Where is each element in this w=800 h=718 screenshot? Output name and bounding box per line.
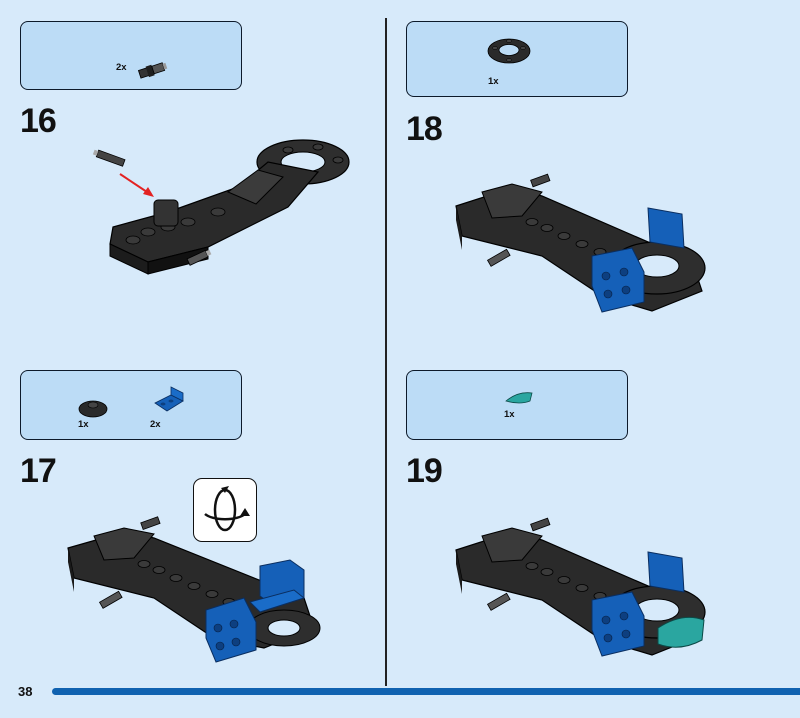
part-quantity: 1x xyxy=(504,409,515,420)
parts-callout-step-17: 1x 2x xyxy=(20,370,242,440)
part-quantity: 2x xyxy=(150,419,161,430)
teal-curved-part-icon xyxy=(505,392,533,404)
parts-callout-step-18: 1x xyxy=(406,21,628,97)
part-quantity: 2x xyxy=(116,62,127,73)
column-divider xyxy=(385,18,387,686)
step-17-model-illustration xyxy=(67,516,321,663)
pin-part-icon xyxy=(137,62,168,79)
part-quantity: 1x xyxy=(488,76,499,87)
page-number: 38 xyxy=(18,684,33,699)
teal-curved-part xyxy=(657,616,705,648)
parts-callout-step-16: 2x xyxy=(20,21,242,90)
part-quantity: 1x xyxy=(78,419,89,430)
step-number: 18 xyxy=(406,110,443,148)
round-plate-part-icon xyxy=(78,400,108,418)
rotate-model-indicator xyxy=(193,478,257,542)
rotate-model-icon xyxy=(204,486,250,532)
bracket-part-icon xyxy=(154,386,184,412)
step-19-model-illustration xyxy=(455,517,706,657)
footer-bar xyxy=(52,688,800,695)
step-number: 19 xyxy=(406,452,443,490)
step-number: 16 xyxy=(20,102,57,140)
red-arrow-icon xyxy=(119,173,151,195)
step-18-model-illustration xyxy=(455,173,706,313)
step-number: 17 xyxy=(20,452,57,490)
step-16-model-illustration xyxy=(92,139,350,275)
ring-part-icon xyxy=(487,38,531,64)
parts-callout-step-19: 1x xyxy=(406,370,628,440)
